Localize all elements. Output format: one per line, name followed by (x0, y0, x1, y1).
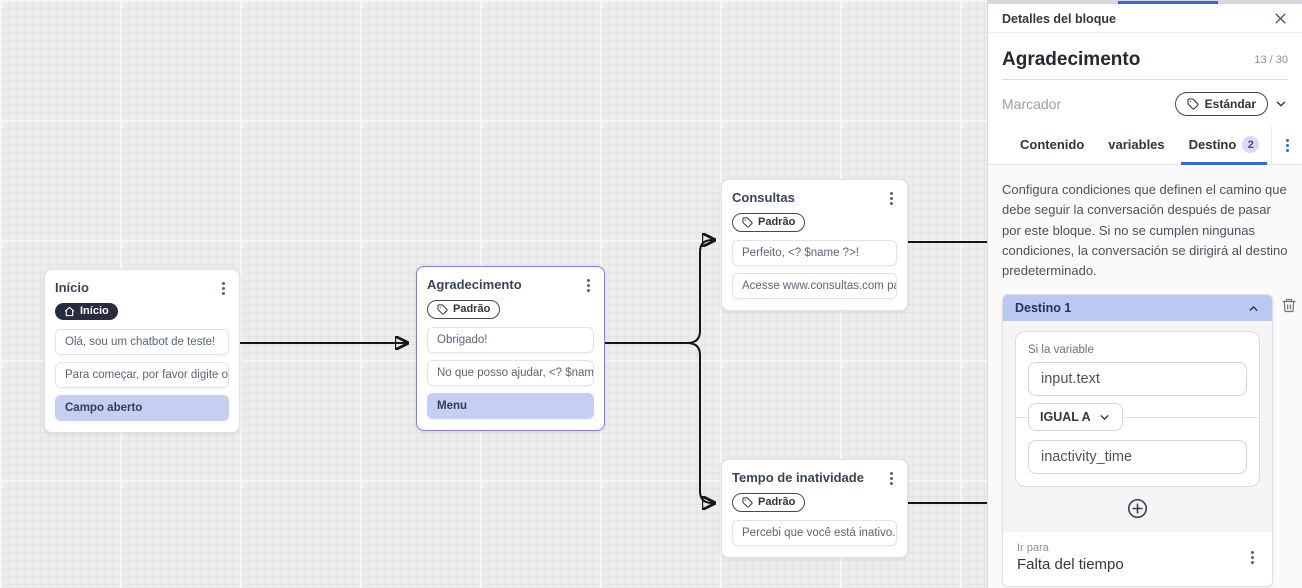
flow-node-inicio[interactable]: Início Início Olá, sou um chatbot de tes… (44, 269, 240, 433)
goto-kebab-icon[interactable] (1247, 549, 1258, 566)
add-condition-icon[interactable] (1127, 498, 1148, 519)
destination-header[interactable]: Destino 1 (1003, 295, 1272, 322)
flow-canvas[interactable]: Início Início Olá, sou um chatbot de tes… (0, 0, 987, 588)
node-type-badge: Padrão (427, 300, 501, 319)
chevron-down-icon (1100, 414, 1109, 420)
tab-contenido[interactable]: Contenido (1020, 137, 1085, 152)
variable-input[interactable] (1028, 362, 1247, 397)
panel-title: Detalles del bloque (1002, 11, 1116, 26)
block-name-input[interactable]: Agradecimento (1002, 49, 1141, 70)
node-title: Agradecimento (427, 277, 522, 292)
node-message-item[interactable]: Perfeito, <? $name ?>! (732, 240, 897, 266)
flow-node-tempo-inatividade[interactable]: Tempo de inatividade Padrão Percebi que … (721, 459, 908, 558)
trash-icon[interactable] (1281, 297, 1297, 319)
node-title: Tempo de inatividade (732, 470, 864, 485)
flow-node-agradecimento[interactable]: Agradecimento Padrão Obrigado! No que po… (416, 266, 605, 431)
tabs-kebab-icon[interactable] (1282, 137, 1293, 154)
node-title: Consultas (732, 190, 795, 205)
flow-node-consultas[interactable]: Consultas Padrão Perfeito, <? $name ?>! … (721, 179, 908, 311)
tab-destino[interactable]: Destino 2 (1177, 126, 1272, 165)
chevron-down-icon[interactable] (1274, 97, 1288, 111)
destination-card: Destino 1 Si la variable IGUAL A (1002, 294, 1273, 588)
node-title: Início (55, 280, 89, 295)
tag-icon (742, 497, 753, 508)
node-open-field-item[interactable]: Campo aberto (55, 395, 229, 421)
chevron-up-icon[interactable] (1247, 302, 1260, 315)
node-menu-item[interactable]: Menu (427, 393, 594, 419)
active-tab-indicator (1118, 1, 1218, 4)
condition-card: Si la variable IGUAL A (1015, 331, 1260, 488)
home-icon (64, 306, 75, 317)
close-icon[interactable] (1273, 11, 1288, 26)
top-tabbar-remnant (988, 0, 1302, 4)
node-message-item[interactable]: No que posso ajudar, <? $name ... (427, 360, 594, 386)
tab-variables[interactable]: variables (1108, 137, 1165, 152)
tag-icon (1187, 98, 1199, 110)
divider (1002, 79, 1288, 80)
marker-input[interactable]: Marcador (1002, 96, 1062, 112)
node-message-item[interactable]: Obrigado! (427, 327, 594, 353)
compare-value-input[interactable] (1028, 440, 1247, 475)
condition-label: Si la variable (1028, 344, 1094, 357)
operator-dropdown[interactable]: IGUAL A (1028, 403, 1123, 432)
node-kebab-icon[interactable] (886, 190, 897, 207)
tag-icon (742, 217, 753, 228)
node-message-item[interactable]: Acesse www.consultas.com par... (732, 273, 897, 299)
goto-target[interactable]: Falta del tiempo (1017, 556, 1124, 574)
node-kebab-icon[interactable] (218, 280, 229, 297)
node-type-badge: Início (55, 303, 118, 320)
destination-description: Configura condiciones que definen el cam… (1002, 182, 1288, 279)
node-type-badge: Padrão (732, 213, 806, 232)
divider (1016, 417, 1259, 419)
goto-label: Ir para (1017, 542, 1049, 555)
flow-edges (240, 0, 987, 588)
node-message-item[interactable]: Percebi que você está inativo. C... (732, 520, 897, 546)
tag-icon (437, 304, 448, 315)
char-counter: 13 / 30 (1254, 54, 1288, 66)
node-kebab-icon[interactable] (886, 470, 897, 487)
node-type-badge: Padrão (732, 493, 806, 512)
node-message-item[interactable]: Para começar, por favor digite o ... (55, 362, 229, 388)
node-message-item[interactable]: Olá, sou um chatbot de teste! (55, 329, 229, 355)
node-kebab-icon[interactable] (583, 277, 594, 294)
destination-count-badge: 2 (1242, 136, 1260, 153)
marker-tag-dropdown[interactable]: Estándar (1174, 92, 1268, 116)
block-details-panel: Detalles del bloque Agradecimento 13 / 3… (987, 0, 1302, 588)
